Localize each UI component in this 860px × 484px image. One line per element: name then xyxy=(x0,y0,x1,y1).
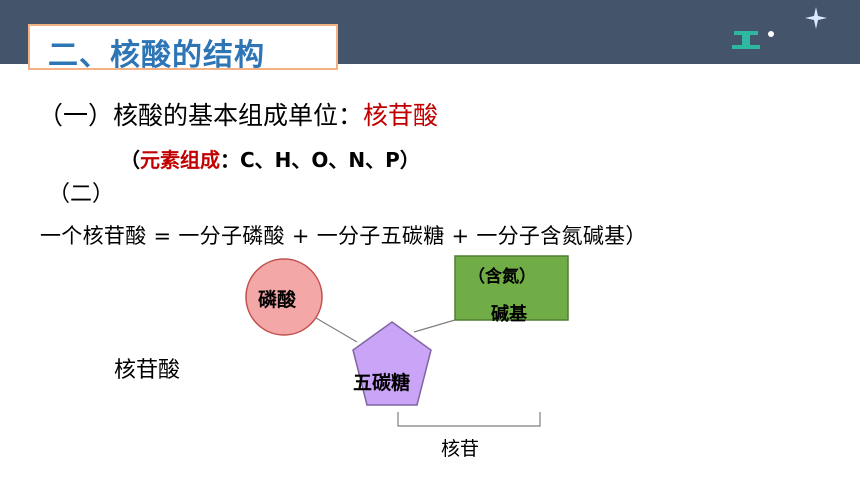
nucleotide-side-label: 核苷酸 xyxy=(114,358,181,383)
sugar-pentagon xyxy=(352,321,432,406)
element-composition: （元素组成：C、H、O、N、P） xyxy=(120,144,420,173)
sugar-base-bond xyxy=(413,319,456,333)
element-composition-rest: ：C、H、O、N、P） xyxy=(220,148,420,172)
heading-part-two: （二） xyxy=(48,182,115,207)
sugar-label: 五碳糖 xyxy=(353,372,411,394)
phosphate-circle xyxy=(245,258,323,336)
sparkle-star-icon xyxy=(805,7,827,29)
title-box: 二、核酸的结构 xyxy=(28,24,338,73)
element-composition-open: （ xyxy=(120,148,140,172)
logo-icon xyxy=(732,31,774,49)
page-title: 二、核酸的结构 xyxy=(48,38,265,73)
base-label-bottom: 碱基 xyxy=(491,304,527,325)
base-rectangle xyxy=(454,255,569,321)
basic-unit-highlight: 核苷酸 xyxy=(363,101,439,130)
basic-unit-prefix: （一）核酸的基本组成单位： xyxy=(38,101,364,130)
nucleoside-label: 核苷 xyxy=(441,438,480,460)
base-label-top: （含氮） xyxy=(468,267,536,287)
heading-basic-unit: （一）核酸的基本组成单位：核苷酸 xyxy=(38,96,438,132)
nucleotide-equation: 一个核苷酸 = 一分子磷酸 + 一分子五碳糖 + 一分子含氮碱基） xyxy=(40,224,647,248)
phosphate-label: 磷酸 xyxy=(258,289,297,311)
nucleoside-bracket xyxy=(397,412,541,427)
phosphate-sugar-bond xyxy=(315,317,358,343)
element-composition-highlight: 元素组成 xyxy=(140,148,220,172)
